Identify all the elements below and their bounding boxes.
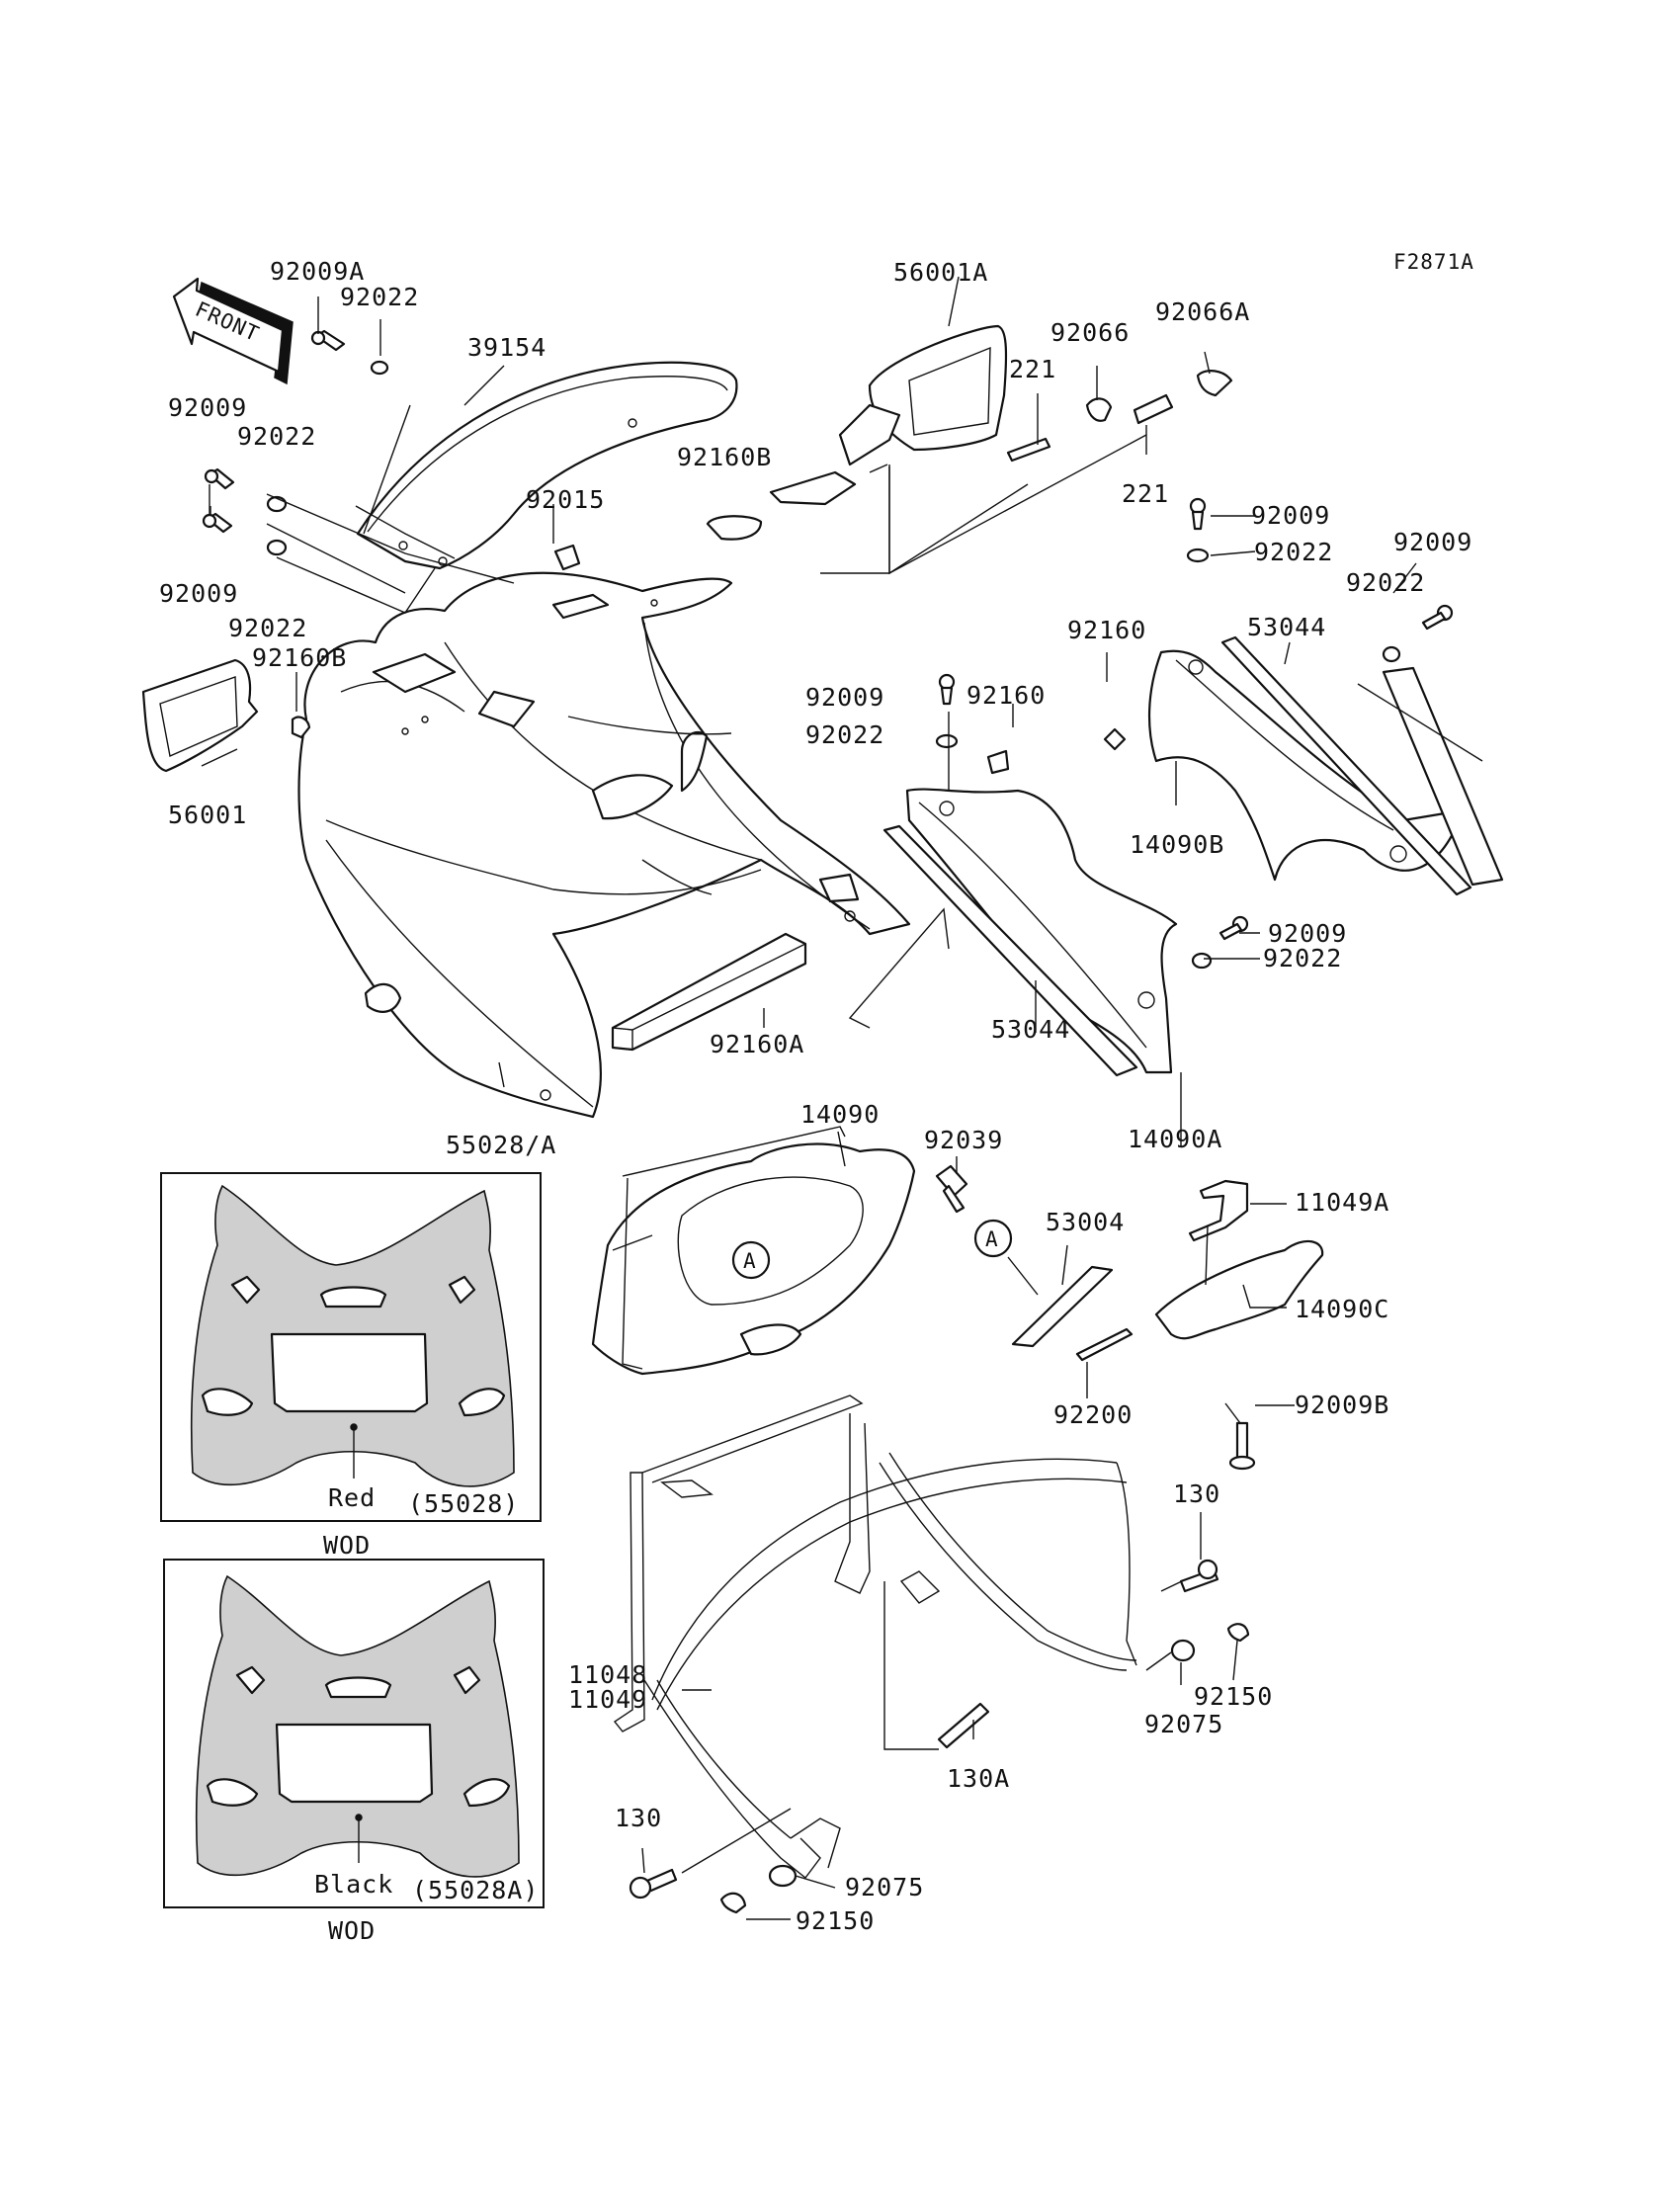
callout-14090a: 14090A: [1128, 1125, 1222, 1153]
callout-92022: 92022: [1254, 538, 1333, 566]
callout-92160b: 92160B: [677, 443, 772, 471]
callout-92022: 92022: [1263, 944, 1342, 972]
callout-221: 221: [1122, 479, 1169, 508]
callout-92075: 92075: [1144, 1710, 1223, 1738]
callout-92015: 92015: [526, 485, 605, 514]
pad: [1075, 1327, 1134, 1362]
variant-black-caption: WOD: [328, 1916, 376, 1945]
callout-92009: 92009: [1268, 919, 1347, 948]
callout-56001a: 56001A: [893, 258, 988, 287]
callout-92009b: 92009B: [1295, 1391, 1389, 1419]
variant-black-color: Black: [314, 1870, 393, 1899]
callout-130a: 130A: [947, 1764, 1010, 1793]
callout-92022: 92022: [340, 283, 419, 311]
cover-small: [1154, 1239, 1324, 1340]
callout-14090c: 14090C: [1295, 1295, 1389, 1323]
callout-92009: 92009: [1393, 528, 1472, 556]
bolts-washers: [202, 329, 1454, 1914]
callout-92009: 92009: [1251, 501, 1330, 530]
callout-53044: 53044: [1247, 613, 1326, 641]
variant-red-part: (55028): [408, 1489, 519, 1518]
callout-14090b: 14090B: [1130, 830, 1224, 859]
variant-red: Red (55028) WOD: [160, 1172, 542, 1560]
clip: A: [935, 1164, 1013, 1258]
callout-130: 130: [1173, 1479, 1220, 1508]
callout-92150: 92150: [796, 1906, 875, 1935]
variant-black: Black (55028A) WOD: [163, 1559, 545, 1945]
callout-53044: 53044: [991, 1015, 1070, 1044]
variant-black-part: (55028A): [412, 1876, 539, 1904]
mirror-right: [769, 324, 1008, 506]
upper-cowl: [297, 571, 911, 1119]
callout-55028a: 55028/A: [446, 1131, 556, 1159]
leader-lines: [201, 276, 1483, 1920]
seal-small: [706, 515, 763, 541]
callout-11049a: 11049A: [1295, 1188, 1389, 1217]
callout-92022: 92022: [237, 422, 316, 451]
reference-marker-a-2: A: [985, 1227, 999, 1251]
callout-11049: 11049: [568, 1685, 647, 1714]
callout-221: 221: [1009, 355, 1056, 383]
front-arrow-icon: FRONT: [172, 277, 294, 385]
callout-14090: 14090: [800, 1100, 880, 1129]
callout-92160b: 92160B: [252, 643, 347, 672]
upper-bracket-frame: [613, 1394, 1137, 1879]
meter-cover: A: [591, 1142, 916, 1376]
figure-code: F2871A: [1393, 250, 1474, 274]
callout-56001: 56001: [168, 801, 247, 829]
callout-92066: 92066: [1050, 318, 1130, 347]
inner-panel-left: [1147, 635, 1504, 896]
callout-92009: 92009: [168, 393, 247, 422]
rubber-strip: [611, 932, 807, 1052]
callout-92009a: 92009A: [270, 257, 365, 286]
callout-130: 130: [615, 1804, 662, 1832]
callout-92039: 92039: [924, 1126, 1003, 1154]
variant-red-caption: WOD: [323, 1531, 371, 1560]
callout-39154: 39154: [467, 333, 546, 362]
callout-92022: 92022: [1346, 568, 1425, 597]
reference-marker-a-1: A: [743, 1249, 757, 1273]
callout-92160a: 92160A: [710, 1030, 804, 1058]
plate: [1011, 1265, 1114, 1348]
callout-92066a: 92066A: [1155, 297, 1250, 326]
callout-92022: 92022: [228, 614, 307, 642]
variant-red-color: Red: [328, 1483, 376, 1512]
callout-92009: 92009: [805, 683, 884, 712]
callout-53004: 53004: [1046, 1208, 1125, 1236]
callout-92160: 92160: [1067, 616, 1146, 644]
callout-labels: 92009A 92022 39154 92009 92022 92015 920…: [159, 257, 1472, 1935]
callout-92150: 92150: [1194, 1682, 1273, 1711]
callout-92022: 92022: [805, 720, 884, 749]
stay-bracket: [1188, 1179, 1249, 1242]
callout-92009: 92009: [159, 579, 238, 608]
callout-92160: 92160: [966, 681, 1046, 710]
callout-92075: 92075: [845, 1873, 924, 1901]
callout-92200: 92200: [1053, 1400, 1133, 1429]
windscreen: [356, 361, 738, 570]
inner-panel-right: [882, 788, 1178, 1077]
callout-11048: 11048: [568, 1660, 647, 1689]
mirror-left: [141, 658, 311, 773]
